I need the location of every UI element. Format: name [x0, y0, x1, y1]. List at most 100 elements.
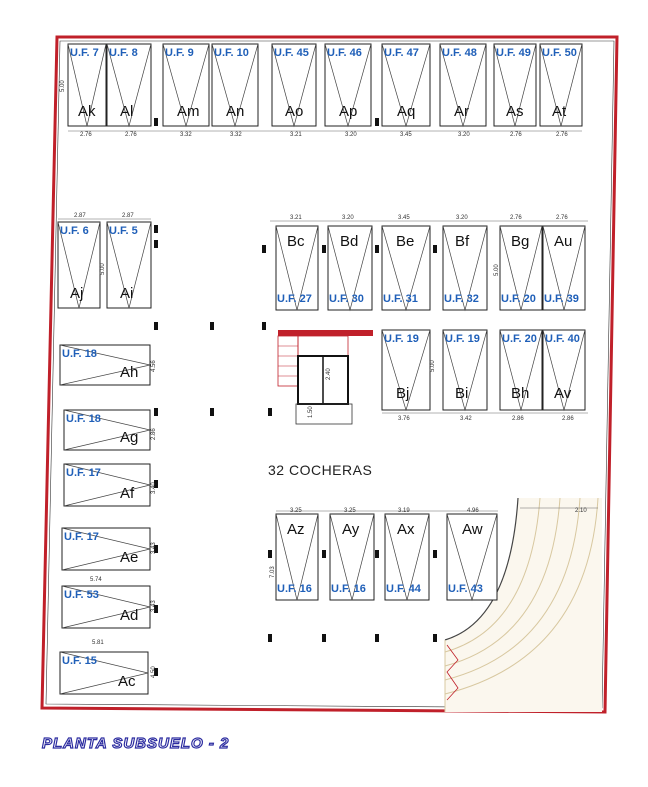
- space-code: Ac: [118, 673, 136, 690]
- space-hatch: [499, 225, 543, 311]
- space-code: Ar: [454, 103, 469, 120]
- dim-left-top: 2.87: [74, 213, 86, 219]
- space-hatch: [61, 527, 151, 571]
- unit-label: U.F. 44: [386, 583, 422, 595]
- space-code: Bd: [340, 233, 358, 250]
- space-code: Ag: [120, 429, 138, 446]
- structural-column: [210, 408, 214, 416]
- space-hatch: [439, 43, 487, 128]
- space-code: Aj: [70, 285, 83, 302]
- unit-label: U.F. 53: [64, 589, 99, 601]
- space-code: Bj: [396, 385, 409, 402]
- space-hatch: [493, 43, 537, 127]
- dim-top-row: 3.20: [458, 132, 470, 138]
- space-hatch: [275, 513, 319, 601]
- dim-left-width: 5.74: [90, 577, 102, 583]
- space-outline: [106, 43, 152, 127]
- space-outline: [381, 43, 431, 127]
- structural-column: [154, 240, 158, 248]
- space-outline: [162, 43, 210, 127]
- columns: [154, 118, 437, 676]
- structural-column: [322, 550, 326, 558]
- space-outline: [211, 43, 259, 127]
- dim-left-side: 4.56: [151, 360, 157, 372]
- space-hatch: [542, 329, 586, 412]
- unit-label: U.F. 15: [62, 655, 97, 667]
- dim-mid-bottom: 3.76: [398, 416, 410, 422]
- space-outline: [499, 225, 543, 311]
- dim-mid-depth2: 5.00: [430, 360, 436, 372]
- space-code: Be: [396, 233, 414, 250]
- space-outline: [271, 43, 317, 127]
- space-code: Am: [177, 103, 200, 120]
- dim-left-width: 5.81: [92, 640, 104, 646]
- space-outline: [67, 43, 107, 127]
- structural-column: [375, 634, 379, 642]
- dim-top-depth: 5.00: [60, 80, 66, 92]
- dim-left-side: 3.40: [151, 482, 157, 494]
- space-hatch: [63, 409, 151, 451]
- dim-low-top: 4.96: [467, 508, 479, 514]
- unit-label: U.F. 45: [274, 47, 309, 59]
- space-code: Ae: [120, 549, 138, 566]
- space-code: Al: [120, 103, 133, 120]
- space-outline: [57, 221, 101, 309]
- space-code: Az: [287, 521, 305, 538]
- space-hatch: [381, 329, 431, 412]
- space-code: Aw: [462, 521, 483, 538]
- parking-space: U.F. 16 Az: [275, 513, 319, 601]
- dim-mid-depth: 5.00: [494, 264, 500, 276]
- dim-mid-top: 3.21: [290, 215, 302, 221]
- space-outline: [61, 527, 151, 571]
- unit-label: U.F. 40: [545, 333, 580, 345]
- dim-top-row: 3.20: [345, 132, 357, 138]
- dim-left-side: 3.43: [151, 600, 157, 612]
- dim-low-depth: 7.03: [270, 566, 276, 578]
- space-outline: [542, 225, 586, 311]
- unit-label: U.F. 47: [384, 47, 419, 59]
- parking-space: U.F. 6 Aj: [57, 221, 101, 309]
- space-hatch: [327, 225, 373, 312]
- space-hatch: [211, 43, 259, 128]
- stair-core: 2.40 1.50: [277, 330, 373, 425]
- space-hatch: [61, 585, 151, 629]
- structural-column: [154, 408, 158, 416]
- space-code: Bg: [511, 233, 529, 250]
- space-code: Aq: [397, 103, 415, 120]
- space-outline: [442, 329, 488, 411]
- space-code: Ad: [120, 607, 138, 624]
- drawing-caption: PLANTA SUBSUELO - 2: [41, 734, 230, 752]
- ramp-width-dim: 2.10: [575, 508, 587, 514]
- unit-label: U.F. 6: [60, 225, 89, 237]
- unit-label: U.F. 39: [544, 293, 579, 305]
- dim-top-row: 3.45: [400, 132, 412, 138]
- dim-mid-bottom: 2.86: [562, 416, 574, 422]
- space-outline: [384, 513, 430, 601]
- unit-label: U.F. 16: [277, 583, 312, 595]
- dim-left-side: 4.50: [151, 666, 157, 678]
- dim-top-row: 2.76: [80, 132, 92, 138]
- space-outline: [439, 43, 487, 127]
- unit-label: U.F. 31: [383, 293, 418, 305]
- space-code: Bh: [511, 385, 529, 402]
- unit-label: U.F. 17: [66, 467, 101, 479]
- space-code: Ah: [120, 364, 138, 381]
- structural-column: [268, 550, 272, 558]
- space-hatch: [59, 344, 151, 386]
- unit-label: U.F. 8: [109, 47, 138, 59]
- structural-column: [433, 634, 437, 642]
- space-hatch: [271, 43, 317, 128]
- unit-label: U.F. 18: [66, 413, 101, 425]
- dim-mid-top: 3.20: [456, 215, 468, 221]
- space-outline: [539, 43, 583, 127]
- space-hatch: [63, 463, 151, 507]
- structural-column: [322, 245, 326, 253]
- structural-column: [210, 322, 214, 330]
- unit-label: U.F. 43: [448, 583, 483, 595]
- space-hatch: [106, 221, 152, 309]
- space-code: Ai: [120, 285, 133, 302]
